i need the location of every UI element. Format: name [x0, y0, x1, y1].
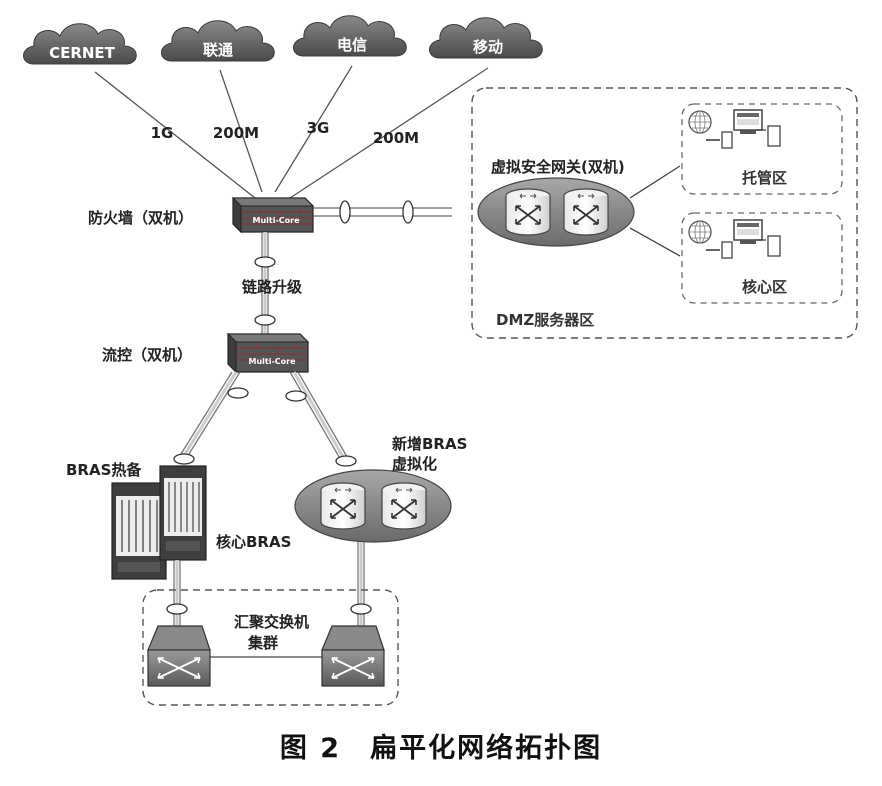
dmz-title: DMZ服务器区	[496, 311, 594, 329]
new-bras-virtual	[294, 469, 452, 543]
core-zone-box	[681, 212, 843, 304]
core-zone-label: 核心区	[742, 278, 787, 296]
cloud-label: CERNET	[49, 44, 116, 62]
core-bras-label: 核心BRAS	[216, 533, 291, 551]
bras-chassis	[111, 465, 207, 580]
new-bras-label-line1: 新增BRAS	[392, 435, 467, 453]
cloud-label: 联通	[203, 41, 233, 59]
firewall-device: Multi-Core	[231, 196, 315, 234]
hosting-zone-box	[681, 103, 843, 195]
link-cernet	[94, 71, 256, 199]
new-bras-node-1	[320, 482, 366, 530]
firewall-dmz-link	[313, 200, 452, 224]
cloud-mobile: 移动	[429, 17, 543, 59]
firewall-label: 防火墙（双机）	[88, 209, 193, 227]
gateway-node-1	[505, 188, 551, 236]
link-telecom	[274, 65, 353, 193]
cloud-label: 电信	[337, 36, 367, 54]
aggregation-label-line1: 汇聚交换机	[234, 613, 309, 631]
aggregation-label-line2: 集群	[247, 634, 278, 652]
bandwidth-label-telecom: 3G	[307, 119, 330, 137]
cloud-cernet: CERNET	[23, 23, 137, 65]
aggregation-switch-1	[147, 625, 211, 687]
cloud-telecom: 电信	[293, 15, 407, 57]
figure-caption: 图 2 扁平化网络拓扑图	[279, 733, 603, 764]
aggregation-cluster	[142, 589, 399, 706]
upgrade-link	[254, 232, 276, 334]
firewall-device-text: Multi-Core	[252, 216, 300, 225]
cloud-unicom: 联通	[161, 20, 275, 62]
flow-control-device-text: Multi-Core	[248, 357, 296, 366]
bandwidth-label-mobile: 200M	[373, 129, 419, 147]
cloud-label: 移动	[473, 38, 503, 56]
aggregation-switch-2	[321, 625, 385, 687]
gateway-oval	[477, 177, 635, 247]
bandwidth-label-unicom: 200M	[213, 124, 259, 142]
link-unicom	[219, 69, 263, 193]
bras-hot-standby-label: BRAS热备	[66, 461, 142, 479]
bandwidth-label-cernet: 1G	[151, 124, 174, 142]
flow-to-bras-links	[173, 371, 357, 467]
hosting-zone-label: 托管区	[742, 169, 787, 187]
link-upgrade-label: 链路升级	[242, 278, 303, 296]
flow-control-device: Multi-Core	[226, 332, 310, 374]
dmz-zone: DMZ服务器区 虚拟安全网关(双机) 托管区 核心区	[471, 87, 858, 339]
new-bras-node-2	[381, 482, 427, 530]
flow-control-label: 流控（双机）	[102, 346, 192, 364]
link-mobile	[289, 67, 489, 199]
hosting-zone-servers	[688, 109, 781, 149]
gateway-label: 虚拟安全网关(双机)	[491, 158, 625, 176]
uplinks	[94, 65, 489, 199]
gateway-node-2	[563, 188, 609, 236]
bras-to-switch-links	[166, 542, 372, 630]
core-zone-servers	[688, 219, 781, 259]
new-bras-label-line2: 虚拟化	[392, 455, 437, 473]
